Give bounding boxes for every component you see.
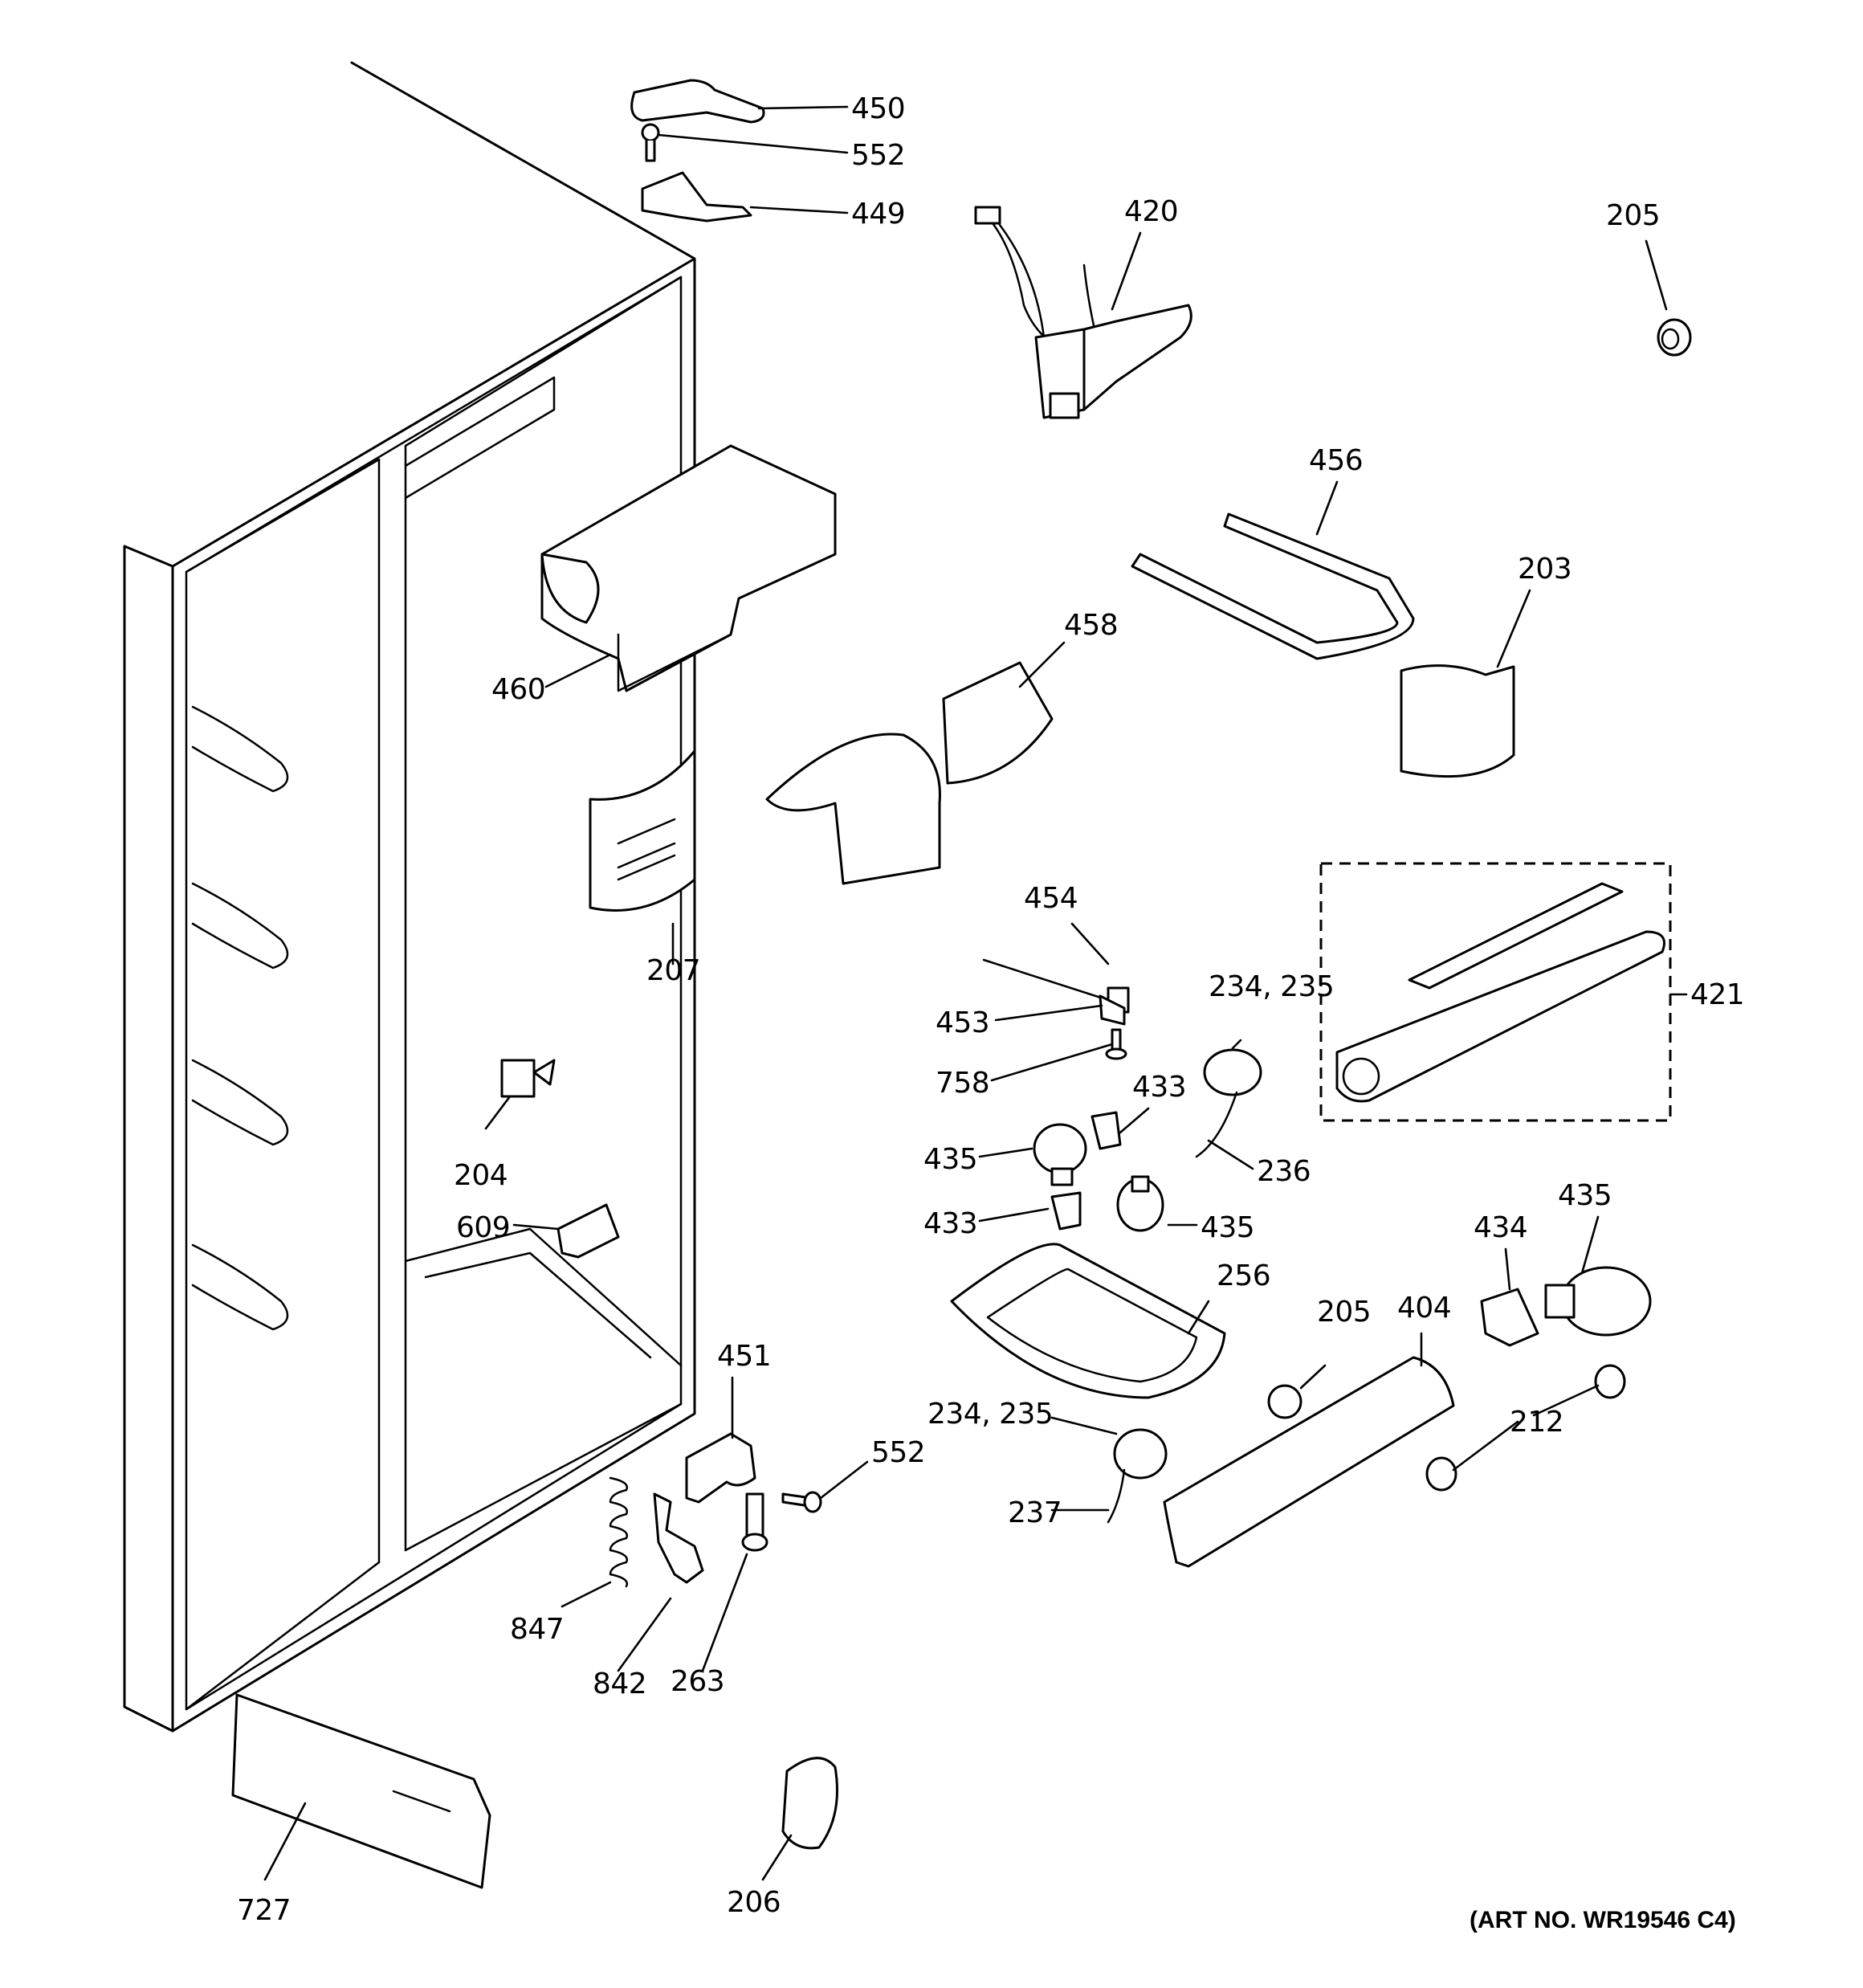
part-433-socket-b [1050, 1191, 1082, 1231]
callout-234-235-bottom: 234, 235 [927, 1398, 1053, 1431]
callout-labels: 450 552 449 420 205 456 203 460 458 207 … [237, 92, 1745, 1927]
part-203-cover [1400, 664, 1515, 778]
part-435-bulb-c [1544, 1266, 1652, 1337]
callout-420: 420 [1124, 195, 1178, 228]
leader-lines [263, 105, 1688, 1881]
part-449-top-hinge [641, 171, 752, 222]
part-234-235-lens-top [1203, 1048, 1262, 1096]
callout-454: 454 [1024, 882, 1078, 915]
part-234-235-lens-bottom [1113, 1428, 1168, 1480]
callout-450: 450 [851, 92, 905, 125]
part-847-spring [609, 1476, 629, 1588]
callout-205-middle: 205 [1317, 1296, 1371, 1329]
part-450-hinge-cover [630, 79, 765, 124]
callout-434: 434 [1474, 1211, 1527, 1244]
part-434-socket [1480, 1288, 1539, 1347]
part-205-plug-top [1657, 318, 1692, 357]
callout-205-top: 205 [1606, 199, 1660, 232]
callout-421: 421 [1690, 978, 1744, 1011]
callout-206: 206 [727, 1886, 781, 1919]
callout-204: 204 [454, 1159, 508, 1192]
callout-842: 842 [593, 1668, 646, 1700]
callout-847: 847 [510, 1613, 564, 1646]
part-404-light-cover [1163, 1356, 1455, 1568]
part-552-screw-top [641, 123, 660, 162]
part-263-bushing [741, 1492, 768, 1552]
art-number: (ART NO. WR19546 C4) [1470, 1907, 1736, 1933]
part-256-light-shield [950, 1243, 1226, 1399]
callout-263: 263 [671, 1665, 724, 1698]
refrigerator-cabinet [123, 61, 696, 1733]
callout-404: 404 [1397, 1292, 1451, 1325]
part-207-cover [589, 749, 696, 912]
callout-609: 609 [456, 1211, 510, 1244]
part-454-453-758-assembly [982, 958, 1130, 1060]
part-456-frame [1131, 512, 1415, 660]
part-421-control-board [1319, 862, 1672, 1122]
callout-453: 453 [936, 1006, 989, 1039]
callout-207: 207 [646, 954, 700, 987]
part-451-bottom-hinge [685, 1432, 756, 1504]
callout-552-top: 552 [851, 139, 905, 172]
callout-212: 212 [1510, 1406, 1563, 1439]
part-460-duct [540, 444, 837, 692]
callout-451: 451 [717, 1340, 771, 1373]
part-212-plug-b [1425, 1456, 1457, 1492]
callout-256: 256 [1217, 1259, 1270, 1292]
part-727-kick-plate [231, 1693, 491, 1889]
callout-237: 237 [1008, 1496, 1062, 1529]
callout-236: 236 [1257, 1155, 1311, 1188]
callout-449: 449 [851, 198, 905, 231]
callout-435-middle: 435 [1201, 1211, 1254, 1244]
part-842-cam [653, 1492, 704, 1584]
callout-203: 203 [1518, 553, 1572, 586]
callout-435-right: 435 [1558, 1179, 1612, 1212]
callout-458: 458 [1064, 609, 1118, 642]
part-435-bulb-a [1033, 1123, 1087, 1186]
part-206-cap [781, 1757, 838, 1850]
callout-435-left: 435 [923, 1143, 977, 1176]
callout-433-top: 433 [1132, 1071, 1186, 1104]
callout-433-bottom: 433 [923, 1207, 977, 1240]
part-420-switch-assembly [974, 206, 1192, 419]
part-212-plug-a [1594, 1364, 1626, 1399]
callout-234-235-top: 234, 235 [1209, 970, 1334, 1003]
part-204-switch [500, 1059, 556, 1098]
part-552-screw-bottom [781, 1491, 822, 1513]
part-433-socket-a [1090, 1111, 1122, 1150]
callout-758: 758 [936, 1067, 989, 1100]
part-205-plug-middle [1267, 1384, 1302, 1419]
part-458-duct [765, 661, 1054, 885]
part-609-switch [556, 1203, 620, 1259]
part-435-bulb-b [1116, 1175, 1164, 1232]
callout-727: 727 [237, 1894, 291, 1927]
callout-552-bottom: 552 [871, 1436, 925, 1469]
callout-460: 460 [491, 673, 545, 706]
callout-456: 456 [1309, 444, 1363, 477]
